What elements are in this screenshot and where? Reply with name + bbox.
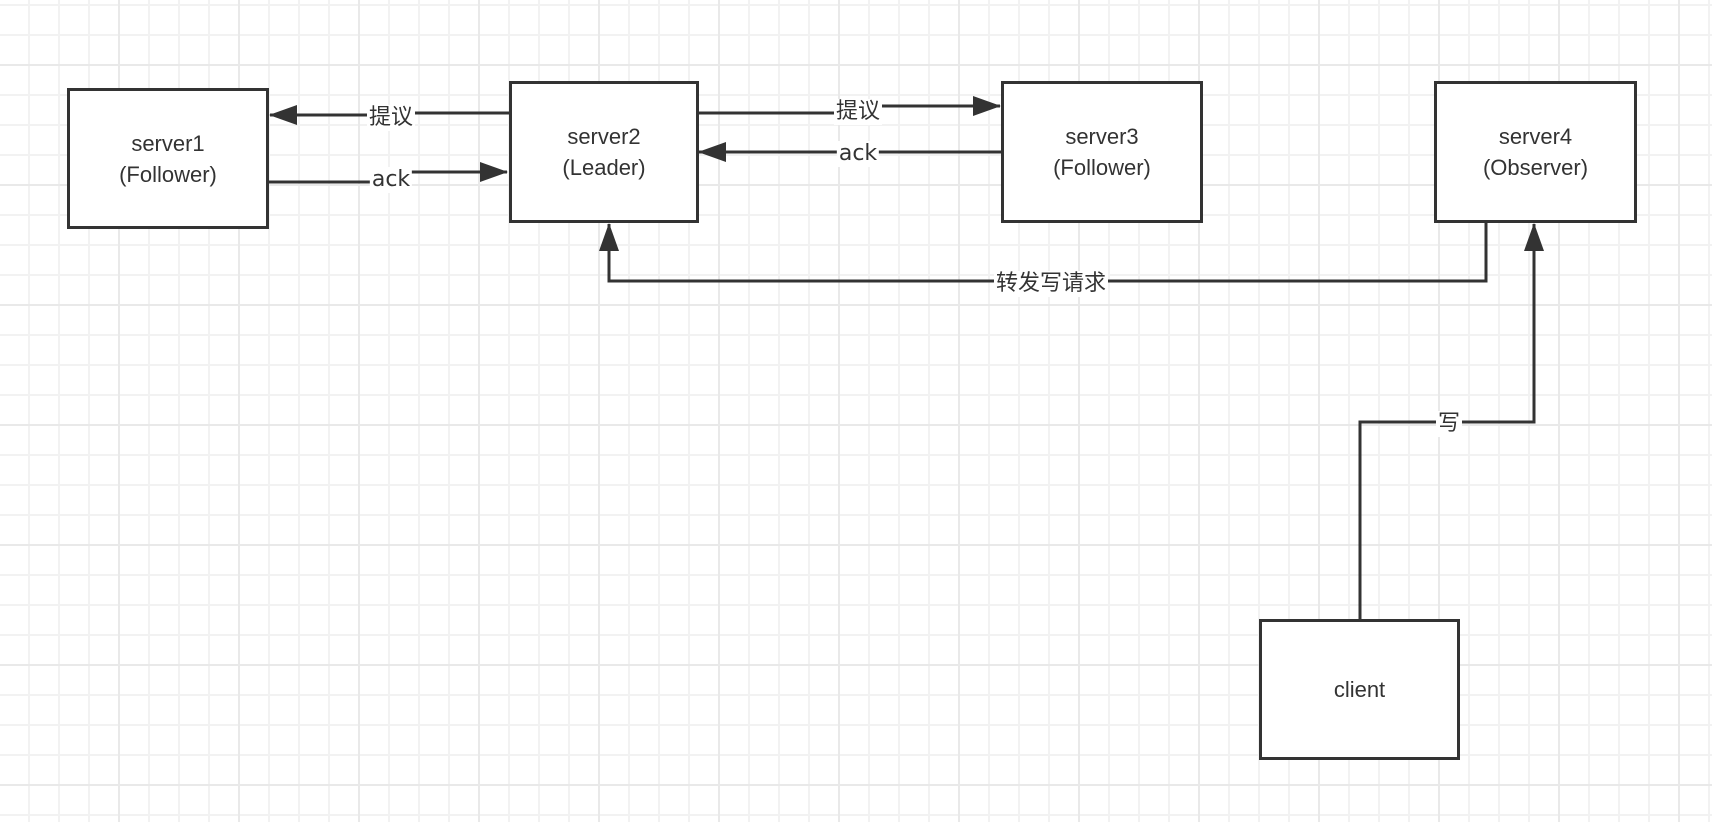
node-server4-role: (Observer) bbox=[1482, 155, 1589, 180]
edge-label-s2-to-s1-proposal: 提议 bbox=[366, 105, 416, 131]
node-client[interactable]: client bbox=[1259, 619, 1460, 760]
node-server4-name: server4 bbox=[1498, 124, 1573, 149]
node-server3-name: server3 bbox=[1065, 124, 1139, 149]
node-server4[interactable]: server4 (Observer) bbox=[1434, 81, 1637, 223]
node-server1[interactable]: server1 (Follower) bbox=[67, 88, 269, 229]
edge-label-s1-to-s2-ack: ack bbox=[369, 167, 413, 193]
node-server3[interactable]: server3 (Follower) bbox=[1001, 81, 1203, 223]
node-server2[interactable]: server2 (Leader) bbox=[509, 81, 699, 223]
node-client-name: client bbox=[1333, 677, 1386, 702]
edge-label-client-to-s4-write: 写 bbox=[1435, 411, 1463, 437]
node-server3-role: (Follower) bbox=[1053, 155, 1151, 180]
edge-label-s3-to-s2-ack: ack bbox=[836, 141, 880, 167]
node-server2-role: (Leader) bbox=[562, 155, 646, 180]
edge-label-s4-to-s2-forward: 转发写请求 bbox=[993, 271, 1109, 297]
node-server2-name: server2 bbox=[567, 124, 641, 149]
edge-label-s2-to-s3-proposal: 提议 bbox=[833, 99, 883, 125]
node-server1-role: (Follower) bbox=[119, 161, 217, 187]
node-server1-name: server1 bbox=[131, 130, 205, 156]
